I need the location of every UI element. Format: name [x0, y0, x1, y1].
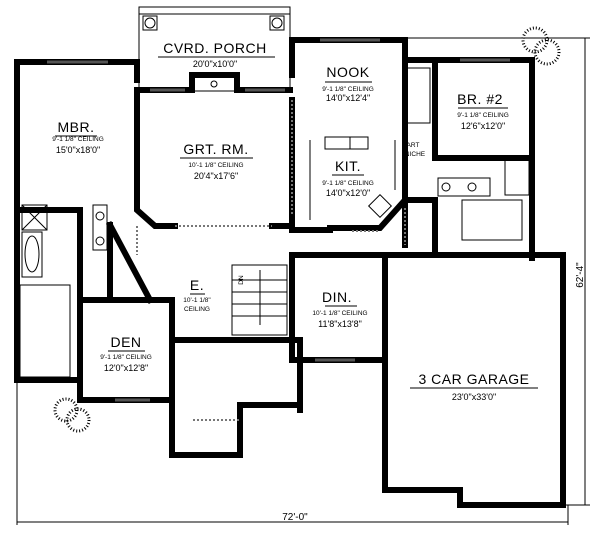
den-size: 12'0"x12'8": [104, 363, 148, 373]
walls: [14, 37, 566, 508]
entry-ceiling-2: CEILING: [184, 306, 210, 313]
tree-icon: [53, 26, 561, 433]
depth-dimension: 62'-4": [575, 262, 586, 288]
great-room-ceiling: 10'-1 1/8" CEILING: [188, 162, 243, 169]
den-ceiling: 9'-1 1/8" CEILING: [100, 354, 152, 361]
kitchen-label: KIT.: [335, 158, 361, 174]
garage-label: 3 CAR GARAGE: [418, 371, 529, 387]
nook-label: NOOK: [326, 64, 369, 80]
br2-ceiling: 9'-1 1/8" CEILING: [457, 112, 509, 119]
fixtures: [19, 67, 530, 378]
dining-ceiling: 10'-1 1/8" CEILING: [312, 310, 367, 317]
mbr-size: 15'0"x18'0": [56, 145, 100, 155]
great-room-label: GRT. RM.: [183, 141, 248, 157]
porch-label: CVRD. PORCH: [163, 40, 267, 56]
br2-size: 12'6"x12'0": [461, 121, 505, 131]
dining-label: DIN.: [322, 289, 352, 305]
entry-label: E.: [190, 277, 204, 293]
art-niche-label-2: NICHE: [405, 151, 426, 158]
br2-label: BR. #2: [457, 91, 503, 107]
mbr-ceiling: 9'-1 1/8" CEILING: [52, 136, 104, 143]
great-room-size: 20'4"x17'6": [194, 171, 238, 181]
kitchen-ceiling: 9'-1 1/8" CEILING: [322, 180, 374, 187]
entry-ceiling: 10'-1 1/8": [183, 297, 211, 304]
dining-size: 11'8"x13'8": [318, 319, 362, 329]
stairs-label: DN: [238, 275, 245, 285]
mbr-label: MBR.: [58, 119, 95, 135]
nook-size: 14'0"x12'4": [326, 93, 370, 103]
nook-ceiling: 9'-1 1/8" CEILING: [322, 86, 374, 93]
art-niche-label: ART: [407, 142, 420, 149]
kitchen-size: 14'0"x12'0": [326, 188, 370, 198]
garage-size: 23'0"x33'0": [452, 392, 496, 402]
dimension-lines: [16, 37, 590, 525]
den-label: DEN: [110, 334, 141, 350]
porch-size: 20'0"x10'0": [193, 59, 237, 69]
width-dimension: 72'-0": [282, 512, 308, 523]
